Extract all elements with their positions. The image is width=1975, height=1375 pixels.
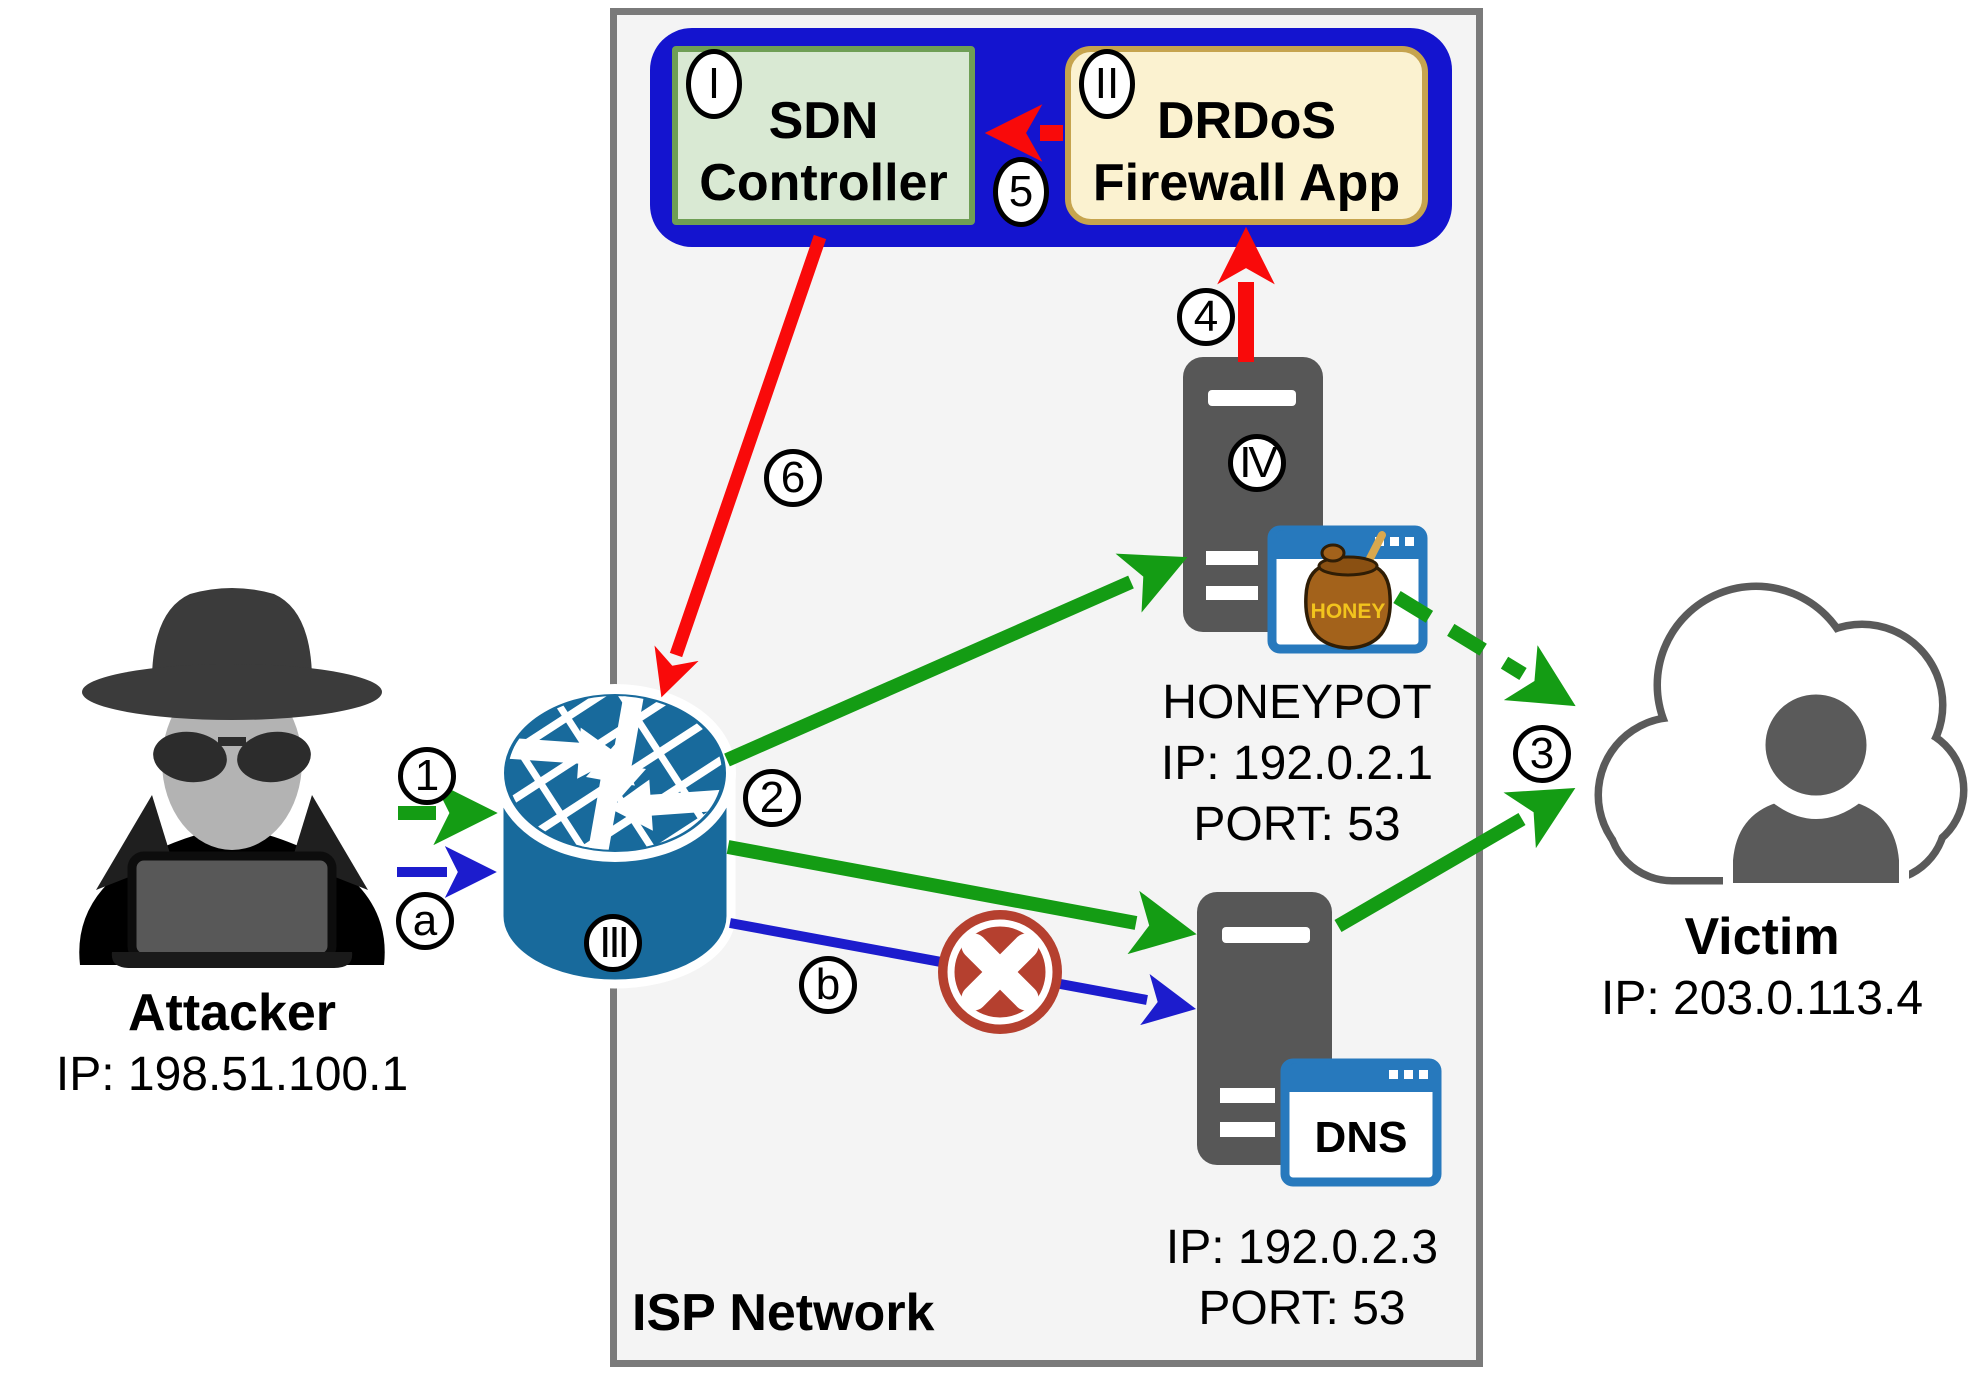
victim-name: Victim — [1684, 908, 1840, 966]
flow-arrows — [397, 104, 1576, 1026]
sdn-controller-label-line2: Controller — [699, 154, 948, 212]
honey-pot-icon: HONEY — [1304, 531, 1392, 650]
numeral-badge-honeypot: IV — [1228, 434, 1286, 492]
honeypot-name: HONEYPOT — [1162, 676, 1432, 729]
numeral-badge-switch: III — [584, 914, 642, 972]
step-badge-3: 3 — [1513, 725, 1571, 783]
attacker-ip: IP: 198.51.100.1 — [55, 1048, 409, 1101]
honeypot-label-block: HONEYPOT IP: 192.0.2.1 PORT: 53 — [1161, 672, 1433, 855]
victim-person-icon — [1723, 681, 1909, 893]
dns-label-block: IP: 192.0.2.3 PORT: 53 — [1166, 1217, 1438, 1339]
step-badge-6: 6 — [764, 449, 822, 507]
blocked-x-icon — [938, 910, 1062, 1034]
fedora-hat-icon — [82, 588, 382, 720]
openflow-switch-icon — [494, 684, 736, 989]
step-badge-a: a — [396, 892, 454, 950]
numeral-badge-firewall-app: II — [1079, 49, 1135, 119]
honeypot-port: PORT: 53 — [1193, 798, 1401, 851]
attacker-label-block: Attacker IP: 198.51.100.1 — [56, 982, 408, 1106]
arrow-step-b-blocked — [729, 918, 1197, 1026]
isp-network-label: ISP Network — [632, 1284, 935, 1342]
dns-window-label: DNS — [1315, 1113, 1408, 1162]
drdos-firewall-label-line1: DRDoS — [1156, 92, 1337, 150]
numeral-badge-sdn-controller: I — [686, 49, 742, 119]
drdos-firewall-box: DRDoS Firewall App — [1065, 46, 1428, 225]
switch-arrows-glyph — [508, 696, 722, 850]
dns-ip: IP: 192.0.2.3 — [1165, 1221, 1439, 1274]
attacker-name: Attacker — [127, 984, 337, 1042]
sdn-controller-label-line1: SDN — [768, 92, 879, 150]
step-badge-5: 5 — [993, 157, 1049, 227]
laptop-icon — [111, 851, 353, 968]
arrow-step6-controller-to-switch — [654, 234, 827, 698]
step-badge-2: 2 — [743, 769, 801, 827]
honeypot-window-icon: HONEY — [1267, 525, 1428, 654]
dns-window-icon: DNS — [1280, 1058, 1442, 1187]
honey-pot-label: HONEY — [1311, 600, 1386, 623]
drdos-firewall-label-line2: Firewall App — [1092, 154, 1401, 212]
dns-port: PORT: 53 — [1198, 1282, 1406, 1335]
victim-ip: IP: 203.0.113.4 — [1600, 972, 1924, 1025]
victim-label-block: Victim IP: 203.0.113.4 — [1601, 906, 1923, 1030]
arrow-step2-to-dns — [726, 840, 1197, 955]
step-badge-4: 4 — [1177, 288, 1235, 346]
sunglasses-icon — [153, 731, 311, 783]
honeypot-ip: IP: 192.0.2.1 — [1160, 737, 1434, 790]
attacker-hacker-icon — [79, 588, 385, 968]
step-badge-b: b — [799, 956, 857, 1014]
arrow-step3-honeypot-to-victim — [1393, 591, 1576, 707]
step-badge-1: 1 — [398, 747, 456, 805]
arrow-step3-dns-to-victim — [1334, 787, 1576, 933]
arrow-step2-to-honeypot — [724, 553, 1188, 767]
sdn-controller-box: SDN Controller — [672, 46, 975, 225]
victim-cloud-icon — [1594, 582, 1968, 893]
